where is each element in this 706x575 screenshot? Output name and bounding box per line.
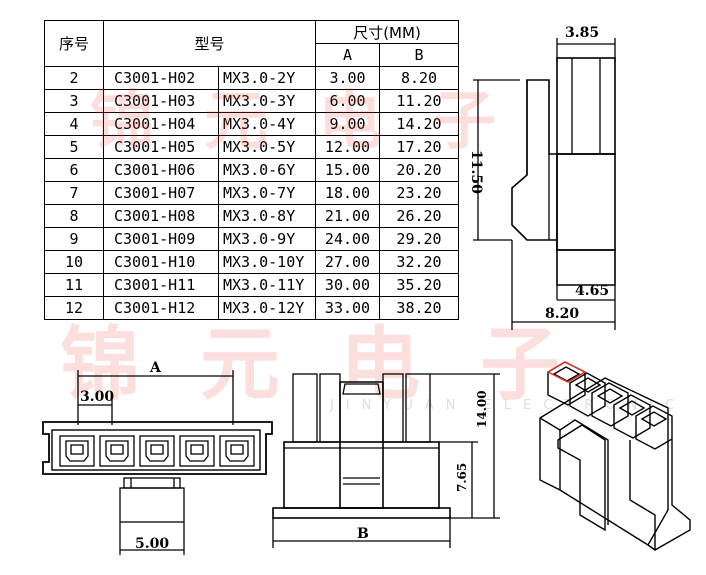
front-view (42, 370, 273, 555)
post-highlight (546, 361, 587, 383)
cavity (99, 435, 135, 467)
isometric-view (539, 361, 691, 551)
cell-part: C3001-H06 (103, 158, 219, 182)
cell-alt: MX3.0-8Y (218, 204, 316, 228)
cell-alt: MX3.0-12Y (218, 296, 316, 320)
cell-no: 10 (44, 250, 104, 274)
cell-b: 38.20 (379, 296, 459, 320)
cavity-terminal (225, 440, 249, 462)
cell-alt: MX3.0-5Y (218, 135, 316, 159)
cavity (179, 435, 215, 467)
cell-a: 15.00 (315, 158, 380, 182)
cavity-core (110, 444, 124, 455)
cell-no: 4 (44, 112, 104, 136)
cavity-terminal (105, 440, 129, 462)
cell-b: 23.20 (379, 181, 459, 205)
cell-alt: MX3.0-3Y (218, 89, 316, 113)
cell-part: C3001-H02 (103, 66, 219, 90)
dim-b-label: B (357, 526, 369, 542)
cell-alt: MX3.0-10Y (218, 250, 316, 274)
cell-part: C3001-H09 (103, 227, 219, 251)
side-view (473, 38, 616, 330)
cell-a: 9.00 (315, 112, 380, 136)
dim-height-total: 14.00 (475, 390, 489, 428)
cell-a: 24.00 (315, 227, 380, 251)
cell-part: C3001-H11 (103, 273, 219, 297)
cell-a: 6.00 (315, 89, 380, 113)
dim-foot: 4.65 (575, 283, 609, 299)
cell-b: 26.20 (379, 204, 459, 228)
dim-tab: 5.00 (135, 536, 169, 552)
cell-b: 29.20 (379, 227, 459, 251)
cavity-core (230, 444, 244, 455)
cell-part: C3001-H03 (103, 89, 219, 113)
rear-view (272, 373, 500, 548)
cell-no: 3 (44, 89, 104, 113)
dim-width-top: 3.85 (565, 25, 599, 41)
cell-b: 8.20 (379, 66, 459, 90)
cell-a: 27.00 (315, 250, 380, 274)
cell-a: 33.00 (315, 296, 380, 320)
cell-part: C3001-H04 (103, 112, 219, 136)
cell-no: 12 (44, 296, 104, 320)
front-cavities (59, 435, 255, 467)
cell-alt: MX3.0-9Y (218, 227, 316, 251)
cell-no: 8 (44, 204, 104, 228)
cavity-terminal (65, 440, 89, 462)
cavity (59, 435, 95, 467)
header-b: B (379, 43, 459, 67)
cell-part: C3001-H12 (103, 296, 219, 320)
header-model: 型号 (103, 20, 316, 67)
cavity (139, 435, 175, 467)
cell-no: 7 (44, 181, 104, 205)
cell-b: 11.20 (379, 89, 459, 113)
header-a: A (315, 43, 380, 67)
header-no: 序号 (44, 20, 104, 67)
dim-height: 11.50 (468, 150, 484, 194)
cell-part: C3001-H10 (103, 250, 219, 274)
cell-no: 5 (44, 135, 104, 159)
cell-part: C3001-H05 (103, 135, 219, 159)
cell-alt: MX3.0-6Y (218, 158, 316, 182)
cavity-terminal (145, 440, 169, 462)
cavity-core (190, 444, 204, 455)
cell-a: 12.00 (315, 135, 380, 159)
cell-b: 17.20 (379, 135, 459, 159)
cell-a: 18.00 (315, 181, 380, 205)
cell-no: 9 (44, 227, 104, 251)
cell-no: 2 (44, 66, 104, 90)
dim-total: 8.20 (545, 306, 579, 322)
cavity-core (70, 444, 84, 455)
cavity-terminal (185, 440, 209, 462)
dim-height-body: 7.65 (455, 463, 469, 492)
dim-a-label: A (149, 360, 162, 376)
cavity-core (150, 444, 164, 455)
dim-pitch: 3.00 (80, 389, 114, 405)
cavity (219, 435, 255, 467)
